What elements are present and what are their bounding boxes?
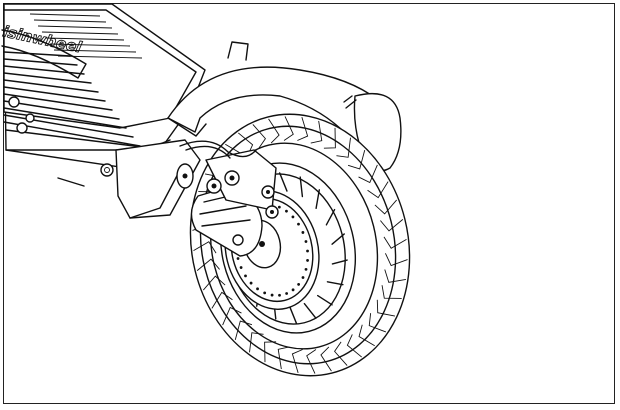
brake-caliper bbox=[179, 140, 279, 257]
axle-nut bbox=[176, 163, 194, 189]
illustration-border bbox=[3, 3, 615, 404]
scooter-deck bbox=[3, 3, 206, 219]
